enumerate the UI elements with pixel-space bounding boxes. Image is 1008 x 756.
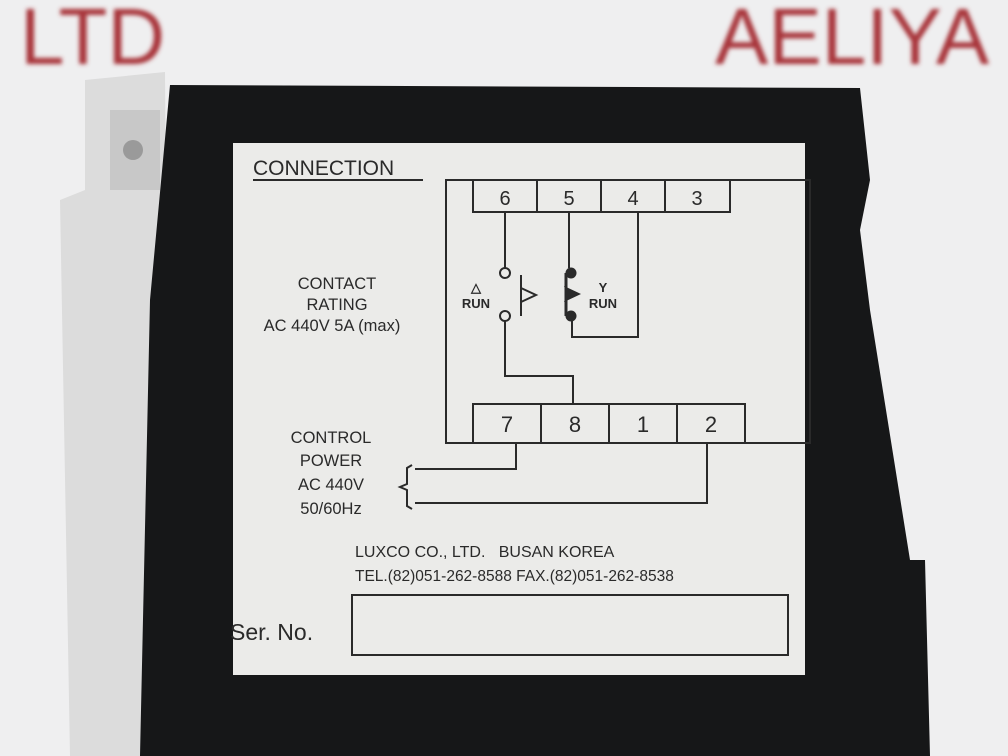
terminal-4: 4 xyxy=(627,188,638,210)
contact-dot xyxy=(565,267,577,279)
contact-arrow xyxy=(564,286,581,302)
terminal-7: 7 xyxy=(501,412,513,437)
control-power-line-4: 50/60Hz xyxy=(300,500,361,518)
background-sign-right: AELIYA xyxy=(715,0,990,81)
terminal-2: 2 xyxy=(705,412,717,437)
contact-rating-line-3: AC 440V 5A (max) xyxy=(264,317,401,335)
contact-dot xyxy=(565,310,577,322)
y-run-label: RUN xyxy=(589,296,617,311)
terminal-5: 5 xyxy=(563,188,574,210)
relay-side-housing xyxy=(60,72,170,756)
delta-symbol: △ xyxy=(470,280,482,295)
terminal-8: 8 xyxy=(569,412,581,437)
serial-number-box xyxy=(351,594,789,656)
screw-icon xyxy=(123,140,143,160)
control-power-line-2: POWER xyxy=(300,452,362,470)
contact-rating-line-1: CONTACT xyxy=(298,275,377,293)
terminal-1: 1 xyxy=(637,412,649,437)
control-power-line-1: CONTROL xyxy=(291,429,372,447)
label-heading: CONNECTION xyxy=(253,157,394,180)
terminal-6: 6 xyxy=(499,188,510,210)
background-sign-left: LTD xyxy=(20,0,165,81)
y-symbol: Y xyxy=(599,280,608,295)
contact-rating-line-2: RATING xyxy=(306,296,367,314)
terminal-3: 3 xyxy=(691,188,702,210)
delta-run-label: RUN xyxy=(462,296,490,311)
control-power-line-3: AC 440V xyxy=(298,476,364,494)
company-name: LUXCO CO., LTD. BUSAN KOREA xyxy=(355,544,615,561)
company-contact: TEL.(82)051-262-8588 FAX.(82)051-262-853… xyxy=(355,568,674,585)
wiring-diagram xyxy=(397,179,811,510)
serial-label: Ser. No. xyxy=(230,619,313,645)
